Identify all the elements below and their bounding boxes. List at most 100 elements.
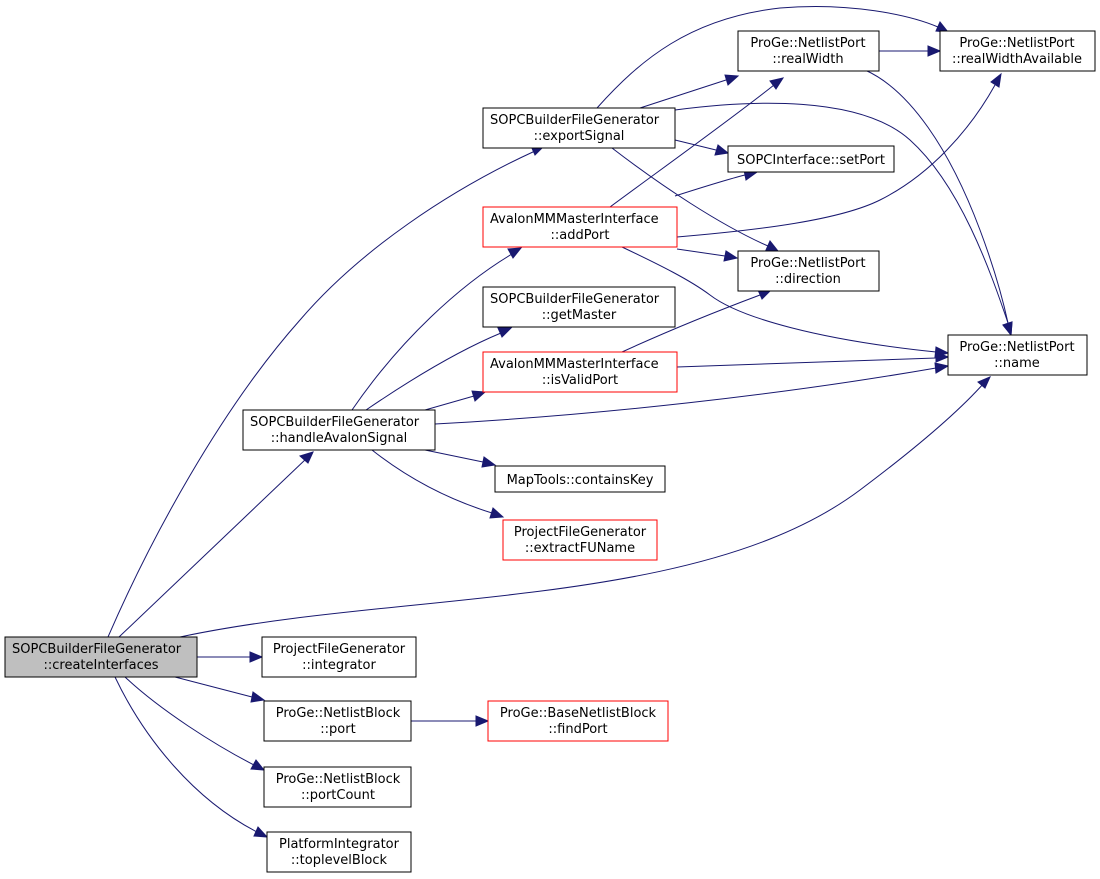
edge-addport-setport [674, 174, 746, 197]
arrowhead [249, 651, 264, 663]
edge-createinterfaces-port [174, 676, 253, 698]
node-port-line1: ProGe::NetlistBlock [276, 706, 401, 721]
node-realwidth[interactable]: ProGe::NetlistPort ::realWidth [737, 30, 880, 72]
arrowhead [250, 691, 266, 703]
node-findport-line1: ProGe::BaseNetlistBlock [500, 706, 657, 721]
node-handleavalonsignal-line1: SOPCBuilderFileGenerator [250, 415, 420, 430]
node-portcount[interactable]: ProGe::NetlistBlock ::portCount [263, 766, 412, 808]
arrowhead [497, 327, 513, 338]
node-findport[interactable]: ProGe::BaseNetlistBlock ::findPort [487, 700, 669, 742]
arrowhead [935, 351, 950, 363]
node-integrator-line2: ::integrator [302, 658, 376, 673]
node-getmaster[interactable]: SOPCBuilderFileGenerator ::getMaster [482, 286, 676, 328]
node-exportsignal-line2: ::exportSignal [534, 129, 625, 144]
node-containskey[interactable]: MapTools::containsKey [494, 465, 666, 493]
edge-handleavalonsignal-extractfuname [371, 449, 493, 514]
node-createinterfaces-line2: ::createInterfaces [43, 658, 158, 673]
arrowhead [481, 456, 497, 468]
arrowhead [250, 759, 266, 771]
edge-exportsignal-setport [674, 139, 717, 151]
node-integrator[interactable]: ProjectFileGenerator ::integrator [261, 636, 417, 678]
arrowhead [298, 451, 314, 464]
edge-realwidth-name [864, 69, 1009, 324]
arrowhead [723, 250, 739, 262]
node-handleavalonsignal-line2: ::handleAvalonSignal [271, 431, 408, 446]
node-name-line2: ::name [994, 356, 1040, 371]
node-integrator-line1: ProjectFileGenerator [273, 642, 406, 657]
arrowhead [253, 826, 269, 838]
node-name-line1: ProGe::NetlistPort [959, 340, 1074, 355]
node-portcount-line2: ::portCount [301, 788, 375, 803]
edge-addport-realwidthavailable [676, 84, 996, 238]
node-isvalidport-line2: ::isValidPort [542, 373, 618, 388]
edge-createinterfaces-toplevelblock [114, 676, 258, 833]
edge-isvalidport-direction [621, 294, 761, 353]
edge-exportsignal-realwidth [639, 79, 727, 109]
arrowhead [765, 240, 780, 252]
node-extractfuname-line1: ProjectFileGenerator [514, 525, 647, 540]
edge-createinterfaces-name [179, 382, 985, 638]
node-setport[interactable]: SOPCInterface::setPort [727, 145, 895, 173]
node-name[interactable]: ProGe::NetlistPort ::name [947, 334, 1088, 376]
node-realwidthavailable[interactable]: ProGe::NetlistPort ::realWidthAvailable [939, 30, 1096, 72]
node-addport[interactable]: AvalonMMMasterInterface ::addPort [482, 206, 678, 248]
node-direction-line1: ProGe::NetlistPort [750, 256, 865, 271]
edge-addport-name [621, 246, 937, 353]
node-extractfuname-line2: ::extractFUName [525, 541, 635, 556]
node-port[interactable]: ProGe::NetlistBlock ::port [263, 700, 412, 742]
edge-addport-direction [676, 248, 726, 257]
arrowhead [724, 74, 740, 86]
arrowhead [507, 247, 523, 259]
node-containskey-label: MapTools::containsKey [507, 473, 654, 488]
node-createinterfaces[interactable]: SOPCBuilderFileGenerator ::createInterfa… [4, 636, 198, 678]
node-direction[interactable]: ProGe::NetlistPort ::direction [737, 250, 880, 292]
node-realwidthavailable-line1: ProGe::NetlistPort [959, 36, 1074, 51]
node-extractfuname[interactable]: ProjectFileGenerator ::extractFUName [502, 519, 658, 561]
edge-createinterfaces-exportsignal [107, 150, 536, 638]
arrowhead [475, 715, 490, 727]
arrowhead [769, 77, 785, 90]
edge-exportsignal-direction [611, 147, 769, 247]
node-getmaster-line1: SOPCBuilderFileGenerator [490, 292, 660, 307]
edge-exportsignal-realwidthavailable [596, 6, 939, 109]
node-exportsignal-line1: SOPCBuilderFileGenerator [490, 113, 660, 128]
node-direction-line2: ::direction [775, 272, 841, 287]
arrowhead [977, 376, 991, 389]
arrowhead [1002, 321, 1013, 337]
node-portcount-line1: ProGe::NetlistBlock [276, 772, 401, 787]
edge-handleavalonsignal-getmaster [365, 332, 502, 411]
node-createinterfaces-line1: SOPCBuilderFileGenerator [12, 642, 182, 657]
edge-createinterfaces-handleavalonsignal [118, 457, 308, 638]
node-getmaster-line2: ::getMaster [542, 308, 617, 323]
edge-addport-realwidth [609, 84, 775, 208]
call-graph-nodes: SOPCBuilderFileGenerator ::createInterfa… [4, 30, 1096, 873]
arrowhead [714, 144, 730, 156]
node-handleavalonsignal[interactable]: SOPCBuilderFileGenerator ::handleAvalonS… [242, 409, 436, 451]
node-realwidth-line1: ProGe::NetlistPort [750, 36, 865, 51]
node-addport-line2: ::addPort [550, 228, 609, 243]
edge-isvalidport-name [676, 357, 937, 368]
call-edges [107, 6, 1013, 838]
arrowhead [489, 507, 505, 519]
edge-handleavalonsignal-name [434, 367, 937, 425]
node-toplevelblock[interactable]: PlatformIntegrator ::toplevelBlock [266, 831, 412, 873]
node-setport-label: SOPCInterface::setPort [737, 153, 885, 168]
node-isvalidport-line1: AvalonMMMasterInterface [490, 357, 659, 372]
arrowhead [934, 362, 950, 374]
node-realwidth-line2: ::realWidth [772, 52, 843, 67]
node-port-line2: ::port [320, 722, 355, 737]
node-exportsignal[interactable]: SOPCBuilderFileGenerator ::exportSignal [482, 107, 676, 149]
node-findport-line2: ::findPort [548, 722, 607, 737]
node-realwidthavailable-line2: ::realWidthAvailable [952, 52, 1082, 67]
node-isvalidport[interactable]: AvalonMMMasterInterface ::isValidPort [482, 351, 678, 393]
node-toplevelblock-line2: ::toplevelBlock [291, 853, 388, 868]
arrowhead [990, 72, 1002, 88]
edge-handleavalonsignal-isvalidport [424, 395, 475, 411]
edge-createinterfaces-portcount [124, 676, 255, 766]
edge-handleavalonsignal-addport [351, 253, 513, 411]
node-toplevelblock-line1: PlatformIntegrator [279, 837, 400, 852]
arrowhead [927, 45, 942, 57]
edge-handleavalonsignal-containskey [424, 449, 484, 463]
arrowhead [471, 390, 487, 402]
